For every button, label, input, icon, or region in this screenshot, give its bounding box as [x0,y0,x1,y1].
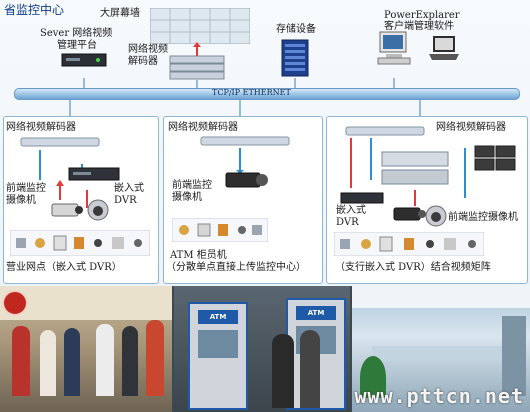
atm-machine-left: ATM [188,302,248,410]
subbranch-decoder-label: 网络视频解码器 [436,122,506,133]
server-label-1: Sever 网络视频 [40,28,113,39]
subbranch-dvr-label-2: DVR [336,217,359,228]
subbranch-arrows [350,138,466,206]
monitoring-center-title: 省监控中心 [4,3,65,17]
laptop-icon [429,36,459,60]
branch-dvr-label-2: DVR [114,195,137,206]
branch-camera-label-2: 摄像机 [6,195,36,206]
storage-icon [281,39,309,77]
branch-dvr-label-1: 嵌入式 [114,183,144,194]
atm-decoder-icon [200,136,290,146]
atm-sensors-icon [172,218,268,242]
branch-arrows [39,150,88,208]
server-icon [61,53,107,67]
atm-arrows [236,148,244,174]
atm-decoder-label: 网络视频解码器 [168,122,238,133]
atm-camera-icon [225,172,268,188]
atm-sign-right: ATM [296,306,336,320]
atm-camera-label-2: 摄像机 [172,192,202,203]
subbranch-decoder-icon [345,126,425,136]
monitor-wall-icon [474,145,516,171]
plant-icon [360,356,386,398]
client-label-1: PowerExplarer [384,10,460,21]
subbranch-sensors-icon [334,232,484,256]
bank-hall-photo [0,286,172,412]
subbranch-dvr-icon [340,192,384,204]
branch-dome-icon [87,199,109,221]
branch-dvr-icon [68,167,120,181]
decoder-label-2: 解码器 [128,56,158,67]
bank-logo-icon [2,290,28,316]
decoder-icon [169,55,225,80]
photo-strip: ATM ATM www.pttcn.net [0,286,530,412]
subbranch-dome-icon [425,205,447,227]
matrix-icon [381,151,449,185]
subbranch-dvr-label-1: 嵌入式 [336,205,366,216]
subbranch-caption: （支行嵌入式 DVR）结合视频矩阵 [335,262,491,273]
branch-caption: 营业网点（嵌入式 DVR） [6,262,122,273]
atm-caption-2: （分散单点直接上传监控中心） [166,262,306,273]
arrow-up-icon [193,42,201,56]
branch-sensors-icon [10,230,150,256]
branch-decoder-icon [20,137,100,147]
atm-camera-label-1: 前端监控 [172,180,212,191]
subbranch-camera-icon [393,207,426,221]
ethernet-label: TCP/IP ETHERNET [212,88,291,97]
branch-decoder-label: 网络视频解码器 [6,122,76,133]
ethernet-backbone [14,88,520,100]
branch-camera-label-1: 前端监控 [6,183,46,194]
branch-camera-icon [51,203,83,217]
atm-sign-left: ATM [198,310,238,324]
subbranch-camera-label: 前端监控摄像机 [448,212,518,223]
lobby-photo [352,286,530,412]
computer-icon [377,31,411,65]
server-label-2: 管理平台 [57,40,97,51]
atm-photo: ATM ATM [174,286,350,412]
video-wall-icon [150,8,250,44]
watermark: www.pttcn.net [354,384,524,408]
atm-caption-1: ATM 柜员机 [170,250,227,261]
video-wall-label: 大屏幕墙 [100,8,140,19]
decoder-label-1: 网络视频 [128,44,168,55]
storage-label: 存储设备 [276,24,316,35]
client-label-2: 客户端管理软件 [384,21,454,32]
